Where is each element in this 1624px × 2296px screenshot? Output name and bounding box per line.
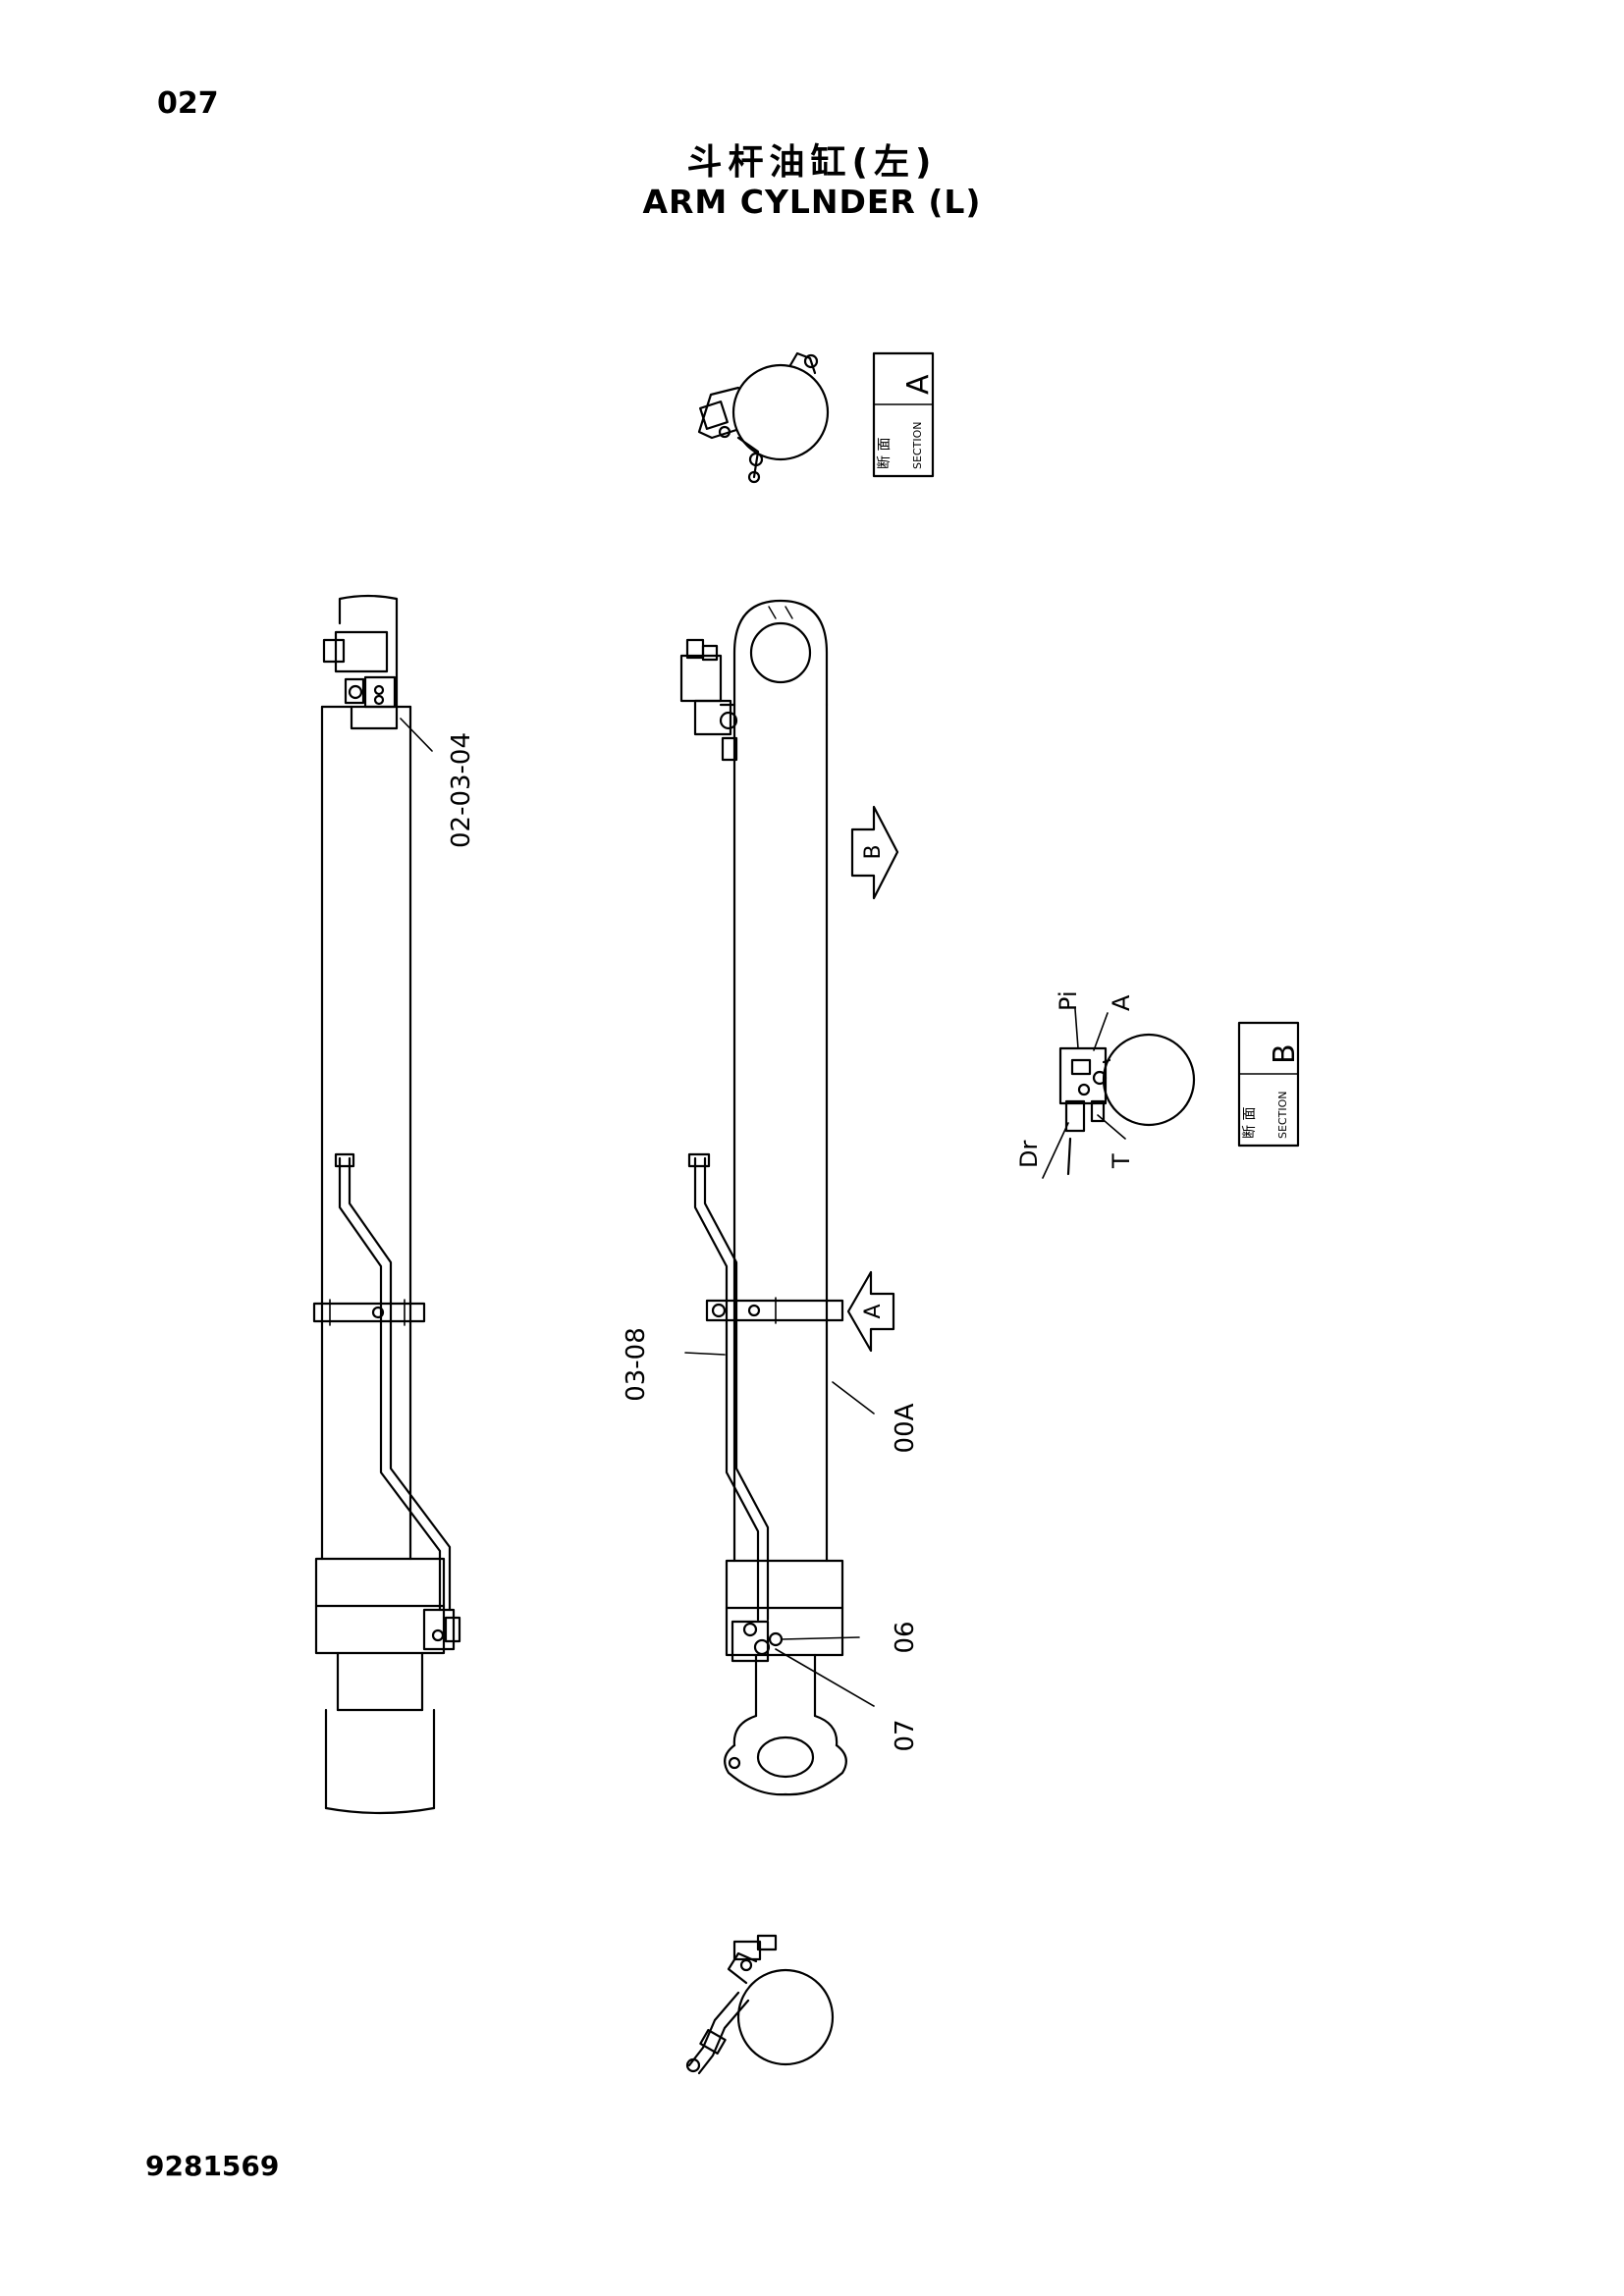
section-a-letter: A (901, 374, 936, 395)
left-cylinder-side-view (312, 594, 461, 1815)
section-b-detail (1058, 1033, 1196, 1176)
bottom-section-detail (685, 1934, 835, 2075)
right-cylinder-front-view (679, 599, 847, 1796)
view-arrow-b: B (850, 805, 899, 900)
port-leaders (1042, 1008, 1126, 1179)
callout-06: 06 (891, 1621, 920, 1653)
callout-07: 07 (891, 1719, 920, 1751)
section-b-letter: B (1268, 1043, 1302, 1064)
view-arrow-b-label: B (861, 844, 886, 859)
document-number: 9281569 (145, 2150, 280, 2182)
port-label-a: A (1108, 994, 1135, 1011)
page-title-english: ARM CYLNDER (L) (642, 183, 982, 221)
callout-03-08: 03-08 (622, 1327, 651, 1402)
callout-leaders (400, 718, 875, 1707)
port-label-dr: Dr (1015, 1141, 1043, 1168)
port-label-pi: Pi (1055, 990, 1082, 1011)
callout-02-03-04: 02-03-04 (447, 732, 476, 848)
section-b-label: SECTION (1276, 1092, 1289, 1139)
section-a-label: SECTION (911, 422, 924, 469)
section-a-box: 断 面 SECTION A (872, 351, 936, 478)
callout-00a: 00A (891, 1403, 920, 1453)
page-title-chinese: 斗杆油缸(左) (686, 142, 938, 183)
page-number: 027 (157, 86, 219, 121)
section-b-box: 断 面 SECTION B (1237, 1021, 1302, 1148)
view-arrow-a: A (846, 1270, 895, 1353)
view-arrow-a-label: A (861, 1304, 886, 1318)
section-a-detail (697, 351, 830, 484)
section-b-cn: 断 面 (1242, 1107, 1258, 1139)
port-label-t: T (1108, 1153, 1135, 1169)
section-a-cn: 断 面 (877, 438, 893, 469)
